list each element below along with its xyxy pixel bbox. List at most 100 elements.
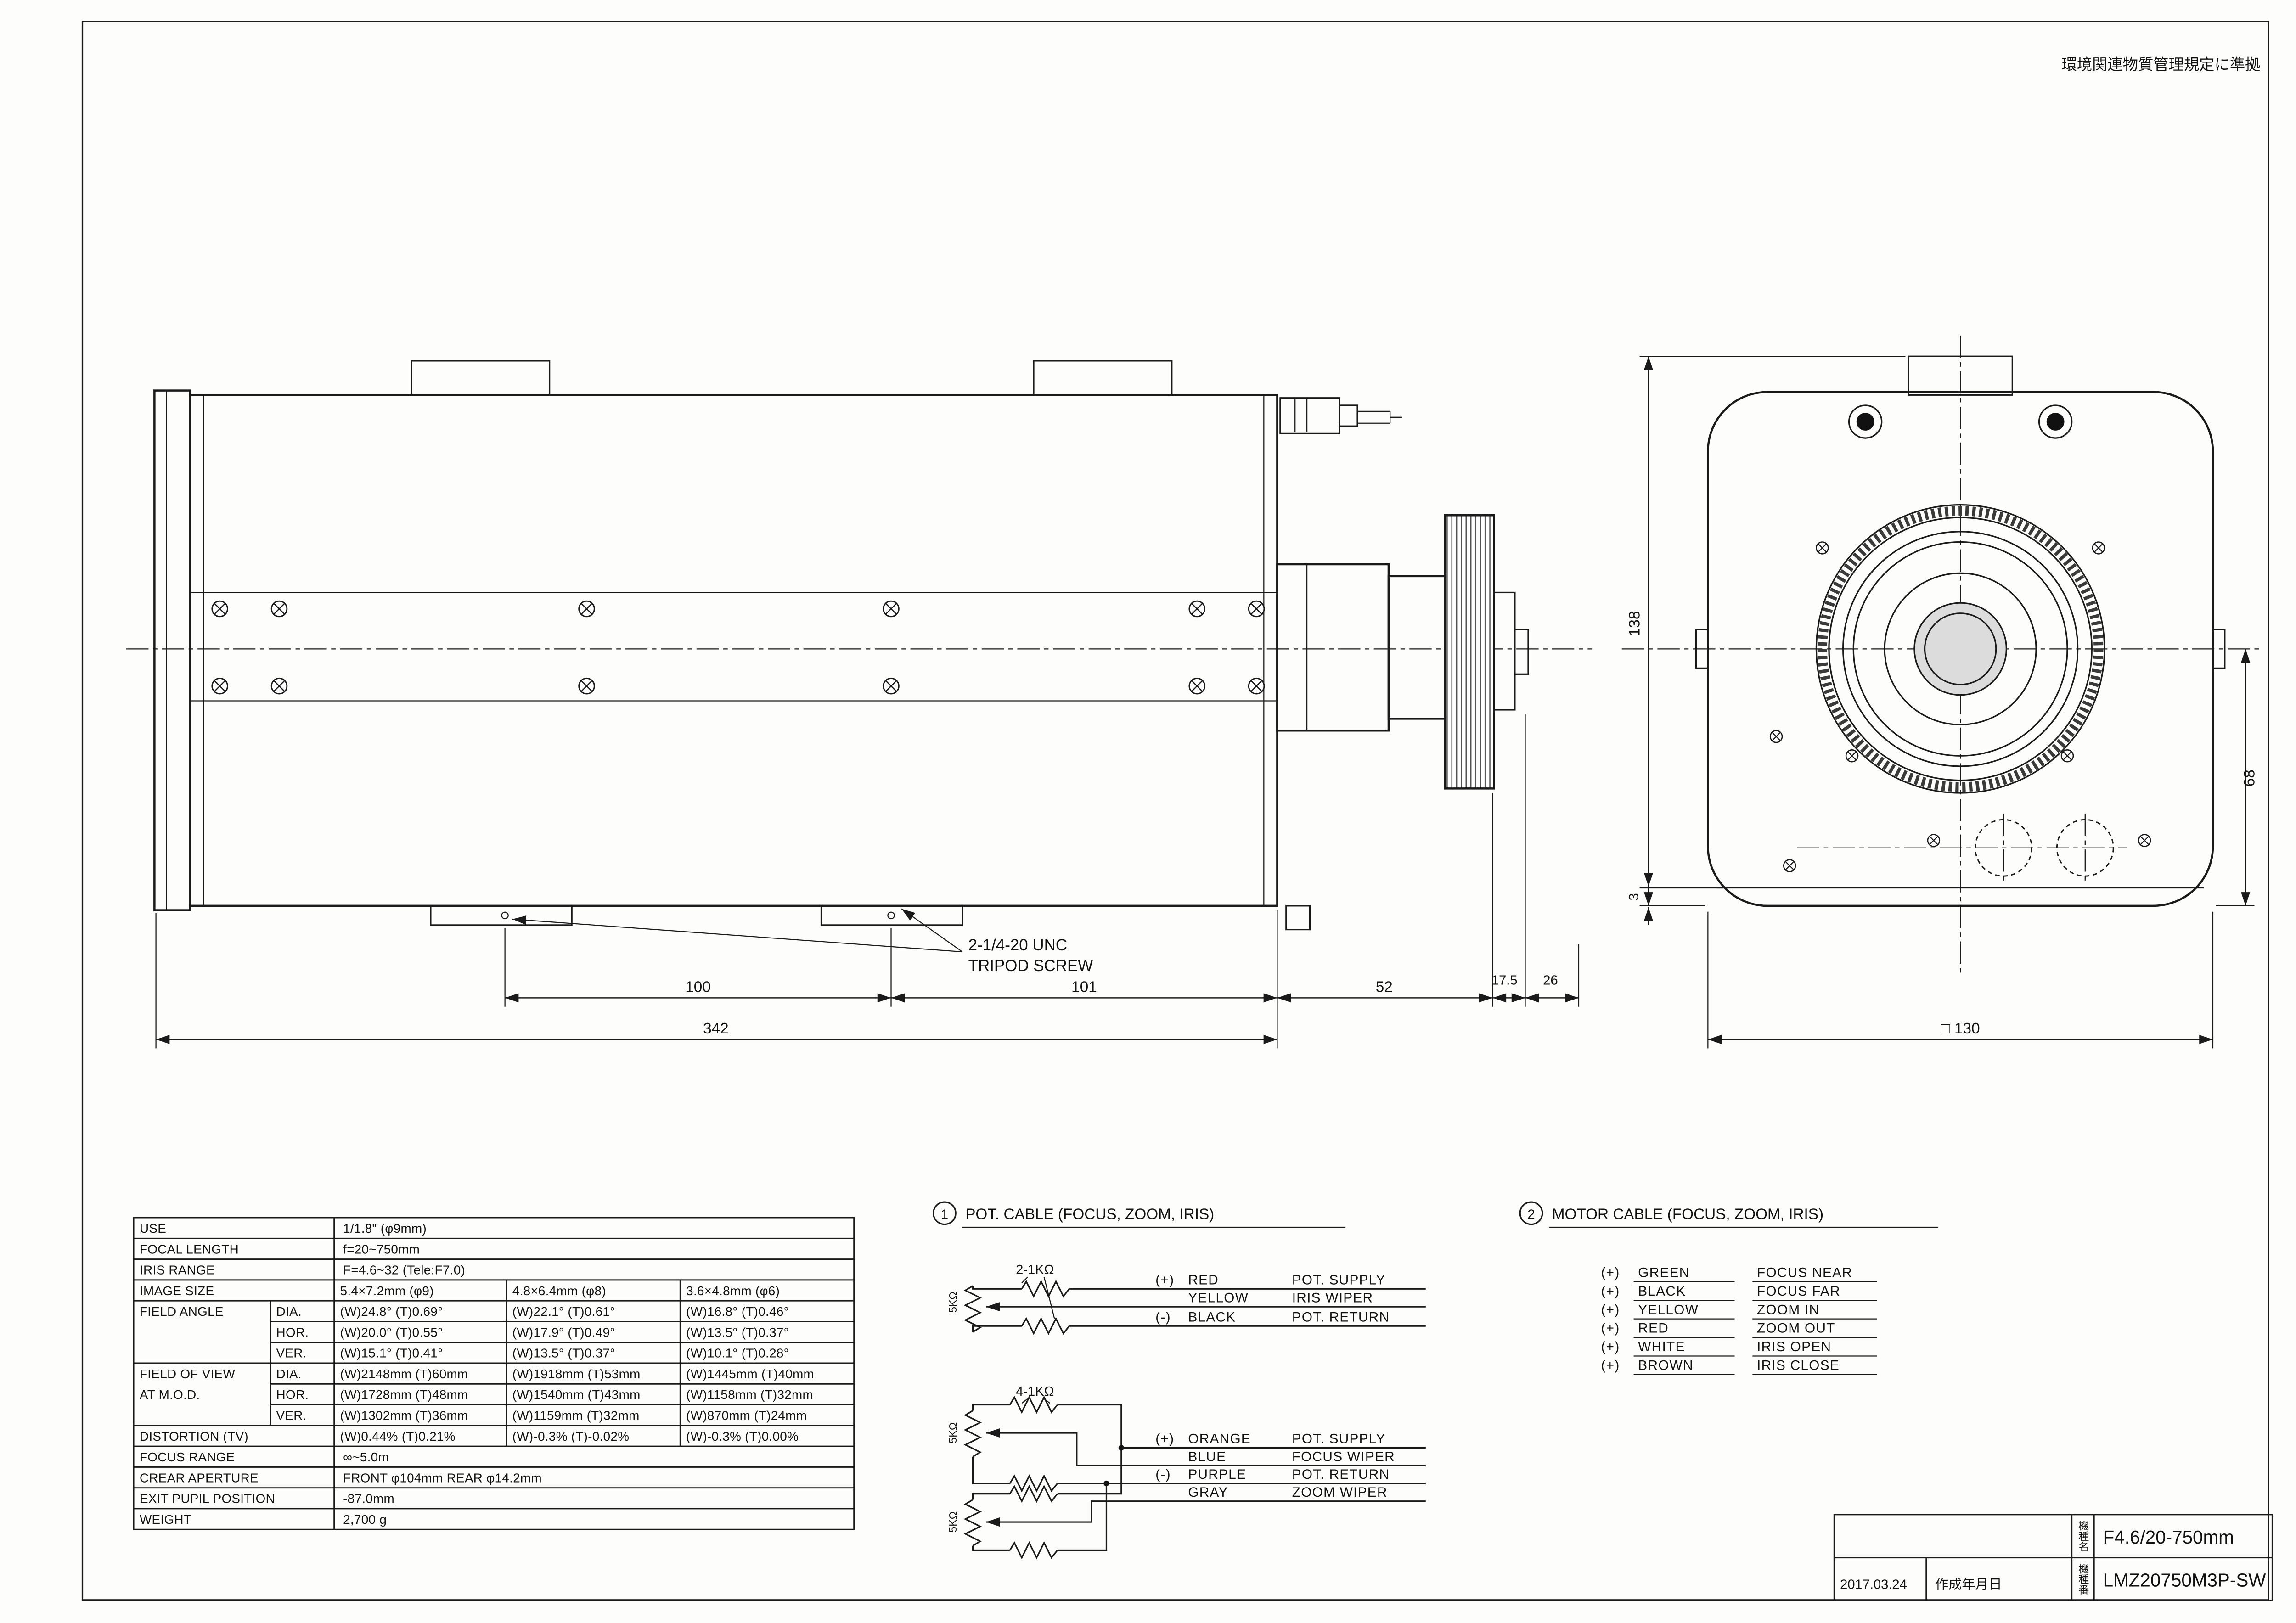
wire-polarity: (+) bbox=[1601, 1284, 1620, 1299]
wire-color: YELLOW bbox=[1188, 1290, 1249, 1305]
spec-cell: (W)22.1° (T)0.61° bbox=[512, 1304, 615, 1319]
wire-color: RED bbox=[1188, 1273, 1219, 1288]
wire-color: BROWN bbox=[1638, 1358, 1694, 1373]
spec-label: FOCUS RANGE bbox=[140, 1450, 235, 1464]
spec-cell: (W)15.1° (T)0.41° bbox=[340, 1346, 443, 1360]
dim-26: 26 bbox=[1543, 973, 1558, 988]
wire-color: GRAY bbox=[1188, 1485, 1228, 1500]
wire-polarity: (+) bbox=[1601, 1358, 1620, 1373]
wire-polarity: (-) bbox=[1155, 1467, 1171, 1482]
dim-68: 68 bbox=[2241, 769, 2258, 786]
spec-sublabel: DIA. bbox=[276, 1304, 302, 1319]
tripod-note-line1: 2-1/4-20 UNC bbox=[968, 936, 1067, 954]
wire-color: WHITE bbox=[1638, 1339, 1685, 1354]
spec-cell: (W)1159mm (T)32mm bbox=[512, 1409, 640, 1423]
pot-cable-diagram: 1 POT. CABLE (FOCUS, ZOOM, IRIS) 2-1KΩ 5… bbox=[933, 1201, 1426, 1559]
dim-138: 138 bbox=[1626, 611, 1643, 637]
spec-label: FIELD ANGLE bbox=[140, 1304, 224, 1319]
wire-polarity: (+) bbox=[1601, 1265, 1620, 1280]
dim-3: 3 bbox=[1626, 893, 1641, 900]
spec-cell: 5.4×7.2mm (φ9) bbox=[340, 1284, 434, 1298]
wire-function: POT. SUPPLY bbox=[1292, 1273, 1386, 1288]
spec-label: DISTORTION (TV) bbox=[140, 1429, 248, 1443]
pot-value-label: 5KΩ bbox=[947, 1422, 959, 1443]
wire-function: ZOOM OUT bbox=[1757, 1321, 1835, 1336]
wire-color: RED bbox=[1638, 1321, 1669, 1336]
spec-cell: (W)1728mm (T)48mm bbox=[340, 1387, 468, 1402]
spec-cell: (W)24.8° (T)0.69° bbox=[340, 1304, 443, 1319]
spec-label: WEIGHT bbox=[140, 1512, 191, 1527]
spec-cell: (W)1302mm (T)36mm bbox=[340, 1409, 468, 1423]
wire-color: YELLOW bbox=[1638, 1302, 1699, 1317]
dim-342: 342 bbox=[703, 1020, 729, 1037]
wire-color: BLUE bbox=[1188, 1449, 1226, 1464]
spec-label: AT M.O.D. bbox=[140, 1387, 200, 1402]
resistor-label-2-1k: 2-1KΩ bbox=[1016, 1263, 1054, 1277]
spec-label: CREAR APERTURE bbox=[140, 1471, 259, 1485]
dim-130: □ 130 bbox=[1941, 1020, 1980, 1037]
model-number: LMZ20750M3P-SW bbox=[2103, 1570, 2266, 1591]
wire-function: POT. SUPPLY bbox=[1292, 1432, 1386, 1447]
wire-function: IRIS OPEN bbox=[1757, 1339, 1831, 1354]
wire-color: PURPLE bbox=[1188, 1467, 1246, 1482]
spec-value: 1/1.8" (φ9mm) bbox=[343, 1221, 427, 1236]
spec-value: ∞~5.0m bbox=[343, 1450, 389, 1464]
wire-function: POT. RETURN bbox=[1292, 1467, 1390, 1482]
wire-function: ZOOM IN bbox=[1757, 1302, 1819, 1317]
wire-function: FOCUS NEAR bbox=[1757, 1265, 1852, 1280]
sheet-border bbox=[81, 21, 2269, 1601]
spec-sublabel: HOR. bbox=[276, 1387, 309, 1402]
lens-front-rings bbox=[1815, 504, 2105, 794]
spec-cell: (W)13.5° (T)0.37° bbox=[686, 1325, 789, 1339]
wire-function: IRIS WIPER bbox=[1292, 1290, 1373, 1305]
pot-value-label: 5KΩ bbox=[947, 1292, 959, 1313]
spec-cell: (W)1445mm (T)40mm bbox=[686, 1367, 814, 1381]
spec-cell: (W)13.5° (T)0.37° bbox=[512, 1346, 615, 1360]
side-view bbox=[126, 360, 1593, 931]
spec-sublabel: HOR. bbox=[276, 1325, 309, 1339]
spec-label: EXIT PUPIL POSITION bbox=[140, 1492, 275, 1506]
wire-polarity: (-) bbox=[1155, 1309, 1171, 1325]
model-name: F4.6/20-750mm bbox=[2103, 1527, 2234, 1548]
wire-color: BLACK bbox=[1188, 1309, 1236, 1325]
dim-52: 52 bbox=[1376, 978, 1393, 995]
creation-date-label: 作成年月日 bbox=[1935, 1577, 2002, 1592]
wire-function: FOCUS FAR bbox=[1757, 1284, 1840, 1299]
model-name-label: 機種名 bbox=[2077, 1521, 2088, 1552]
spec-value: 2,700 g bbox=[343, 1512, 387, 1527]
spec-label: IMAGE SIZE bbox=[140, 1284, 214, 1298]
knurled-ring-side bbox=[1444, 514, 1495, 790]
motor-cable-number: 2 bbox=[1527, 1207, 1535, 1222]
wire-polarity: (+) bbox=[1155, 1432, 1174, 1447]
spec-label: USE bbox=[140, 1221, 166, 1236]
dim-101: 101 bbox=[1071, 978, 1097, 995]
wire-polarity: (+) bbox=[1155, 1273, 1174, 1288]
spec-cell: (W)10.1° (T)0.28° bbox=[686, 1346, 789, 1360]
motor-cable-title: MOTOR CABLE (FOCUS, ZOOM, IRIS) bbox=[1552, 1206, 1823, 1223]
wire-color: ORANGE bbox=[1188, 1432, 1251, 1447]
wire-function: POT. RETURN bbox=[1292, 1309, 1390, 1325]
spec-cell: (W)-0.3% (T)-0.02% bbox=[512, 1429, 629, 1443]
spec-label: FOCAL LENGTH bbox=[140, 1242, 239, 1256]
resistor-label-4-1k: 4-1KΩ bbox=[1016, 1384, 1054, 1399]
wire-function: IRIS CLOSE bbox=[1757, 1358, 1840, 1373]
spec-sublabel: VER. bbox=[276, 1409, 307, 1423]
wire-function: FOCUS WIPER bbox=[1292, 1449, 1395, 1464]
dim-100: 100 bbox=[685, 978, 711, 995]
wire-polarity: (+) bbox=[1601, 1339, 1620, 1354]
dim-17-5: 17.5 bbox=[1491, 973, 1518, 988]
wire-color: BLACK bbox=[1638, 1284, 1686, 1299]
spec-table: USE 1/1.8" (φ9mm) FOCAL LENGTH f=20~750m… bbox=[133, 1217, 855, 1530]
spec-cell: (W)17.9° (T)0.49° bbox=[512, 1325, 615, 1339]
tripod-note-line2: TRIPOD SCREW bbox=[968, 957, 1093, 975]
spec-cell: (W)20.0° (T)0.55° bbox=[340, 1325, 443, 1339]
spec-cell: (W)870mm (T)24mm bbox=[686, 1409, 807, 1423]
spec-cell: (W)2148mm (T)60mm bbox=[340, 1367, 468, 1381]
spec-label: FIELD OF VIEW bbox=[140, 1367, 236, 1381]
spec-sublabel: VER. bbox=[276, 1346, 307, 1360]
wire-polarity: (+) bbox=[1601, 1321, 1620, 1336]
compliance-note: 環境関連物質管理規定に準拠 bbox=[2062, 56, 2261, 73]
spec-value: f=20~750mm bbox=[343, 1242, 420, 1256]
spec-cell: (W)1918mm (T)53mm bbox=[512, 1367, 641, 1381]
spec-label: IRIS RANGE bbox=[140, 1263, 215, 1277]
